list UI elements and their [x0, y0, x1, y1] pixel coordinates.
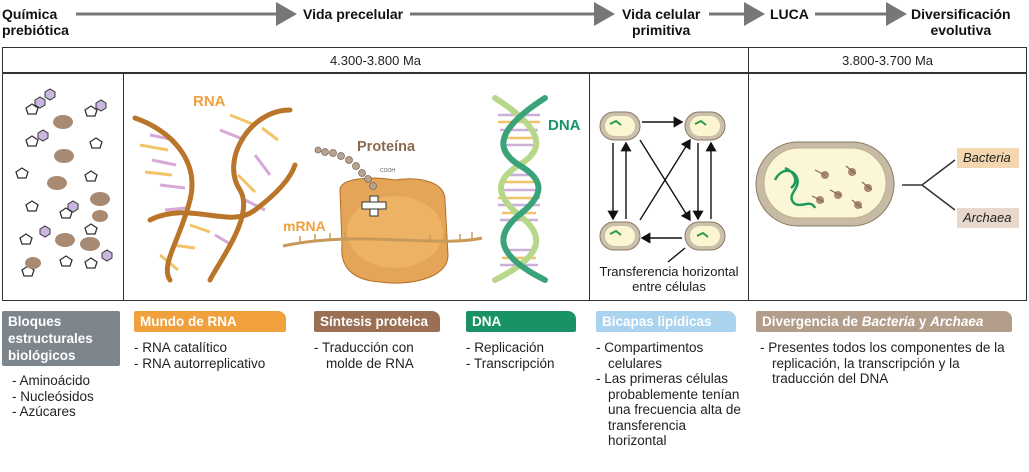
rna-world-list: RNA catalítico RNA autorreplicativo — [134, 340, 304, 371]
horizontal-transfer-caption: Transferencia horizontal entre células — [599, 264, 739, 294]
rna-label: RNA — [193, 93, 226, 110]
lipid-bilayers-list: Compartimentos celulares Las primeras cé… — [596, 340, 744, 449]
list-item: Nucleósidos — [12, 389, 122, 405]
list-item: RNA catalítico — [134, 340, 304, 356]
category-rna-world: Mundo de RNA — [134, 311, 286, 332]
category-dna: DNA — [466, 311, 576, 332]
protein-label: Proteína — [357, 139, 416, 155]
primitive-cells-illustration — [599, 111, 726, 263]
list-item: Compartimentos celulares — [596, 340, 744, 371]
category-divergence: Divergencia de Bacteria y Archaea — [756, 311, 1012, 332]
building-blocks-list: Aminoácido Nucleósidos Azúcares — [12, 373, 122, 420]
divergence-title-prefix: Divergencia de — [762, 314, 862, 329]
rna-illustration: RNA — [132, 93, 298, 283]
list-item: Presentes todos los componentes de la re… — [760, 340, 1010, 387]
bacteria-label: Bacteria — [963, 150, 1011, 165]
stage-primitive-cellular-life: Vida celular primitiva — [622, 6, 701, 38]
dna-label: DNA — [548, 117, 581, 134]
range-box-precellular: 4.300-3.800 Ma — [2, 47, 749, 73]
divergence-title-mid: y — [915, 314, 931, 329]
stage-precellular-life: Vida precelular — [303, 6, 404, 22]
panel-building-blocks — [2, 73, 124, 301]
luca-illustration — [755, 141, 1019, 228]
mrna-label: mRNA — [283, 218, 326, 234]
range-box-luca: 3.800-3.700 Ma — [748, 47, 1027, 73]
list-item: Las primeras células probablemente tenía… — [596, 371, 744, 449]
divergence-list: Presentes todos los componentes de la re… — [760, 340, 1010, 387]
range-precellular: 4.300-3.800 Ma — [329, 52, 422, 68]
range-luca: 3.800-3.700 Ma — [841, 52, 934, 68]
panel-precellular — [123, 73, 590, 301]
divergence-title-archaea: Archaea — [930, 314, 984, 329]
list-item: Traducción con molde de RNA — [314, 340, 444, 371]
category-building-blocks: Bloques estructurales biológicos — [2, 311, 120, 366]
list-item: RNA autorreplicativo — [134, 356, 304, 372]
stage-prebiotic-chemistry: Química prebiótica — [2, 6, 69, 38]
category-lipid-bilayers: Bicapas lipídicas — [596, 311, 736, 332]
protein-synthesis-list: Traducción con molde de RNA — [314, 340, 444, 371]
divergence-title-bacteria: Bacteria — [861, 314, 916, 329]
list-item: Transcripción — [466, 356, 586, 372]
category-protein-synthesis: Síntesis proteica — [314, 311, 440, 332]
dna-illustration: DNA — [492, 95, 581, 283]
stage-evolutionary-diversification: Diversificación evolutiva — [911, 6, 1011, 38]
archaea-label: Archaea — [963, 210, 1012, 225]
cooh-label: COOH — [380, 168, 395, 174]
list-item: Azúcares — [12, 404, 122, 420]
panel-luca — [748, 73, 1027, 301]
stage-luca: LUCA — [770, 6, 809, 22]
dna-list: Replicación Transcripción — [466, 340, 586, 371]
building-blocks-illustration — [15, 88, 113, 277]
list-item: Aminoácido — [12, 373, 122, 389]
list-item: Replicación — [466, 340, 586, 356]
protein-synthesis-illustration: COOH Proteína mRNA — [282, 139, 483, 284]
